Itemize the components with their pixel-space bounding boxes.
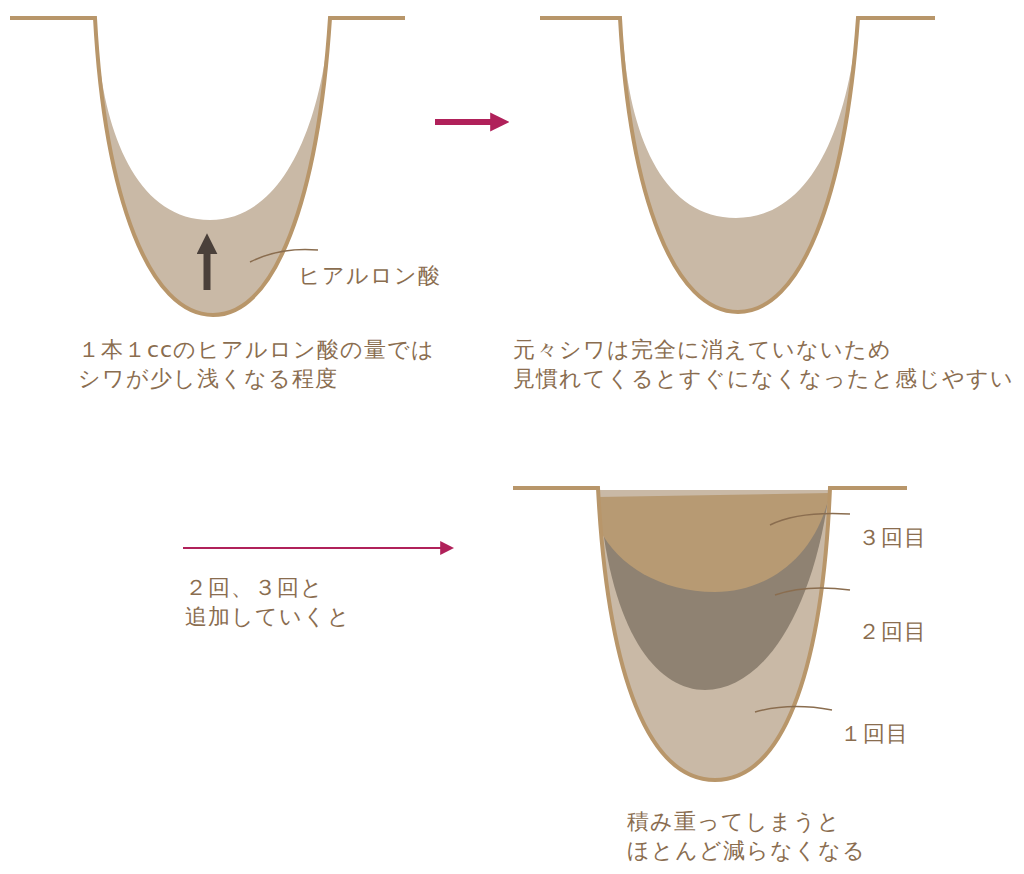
leader-line [755,706,832,712]
flow-arrow [435,119,494,125]
skin-outline [540,18,935,312]
lift-arrow [204,250,211,290]
leader-line [775,588,850,595]
layer-1 [598,490,830,780]
caption-text: 元々シワは完全に消えていないため 見慣れてくるとすぐになくなったと感じやすい [513,336,1014,393]
leader-line [770,513,850,525]
hyaluronic-layer [95,18,330,315]
caption-text: 積み重ってしまうと ほとんど減らなくなる [627,808,866,865]
layer-3 [598,493,830,592]
layer-label: ３回目 [858,524,927,553]
leader-line [250,250,318,263]
layer-label: ２回目 [858,618,927,647]
layer-label: ヒアルロン酸 [298,262,441,291]
wrinkle-figure-2 [540,18,935,312]
caption-text: １本１ccのヒアルロン酸の量では シワが少し浅くなる程度 [78,336,435,393]
flow-arrow [183,547,443,549]
layer-label: １回目 [840,720,909,749]
hyaluronic-layer [620,18,858,312]
step-note: ２回、３回と 追加していくと [185,574,351,631]
